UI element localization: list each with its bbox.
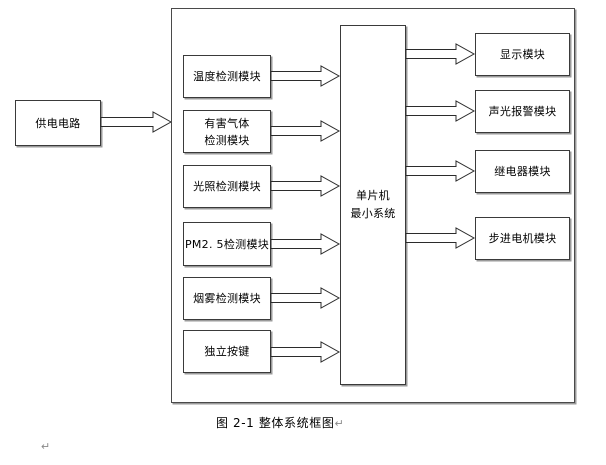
independent-keys-module-box[interactable]: 独立按键 [183, 330, 271, 373]
temperature-detection-module-label: 温度检测模块 [193, 70, 261, 83]
display-module-box[interactable]: 显示模块 [475, 33, 570, 76]
arrow-mcu-to-alarm [405, 99, 476, 123]
pm25-detection-module-box[interactable]: PM2. 5检测模块 [183, 222, 271, 266]
arrow-power-to-system [100, 110, 173, 134]
relay-module-box[interactable]: 继电器模块 [475, 150, 570, 193]
mcu-minimum-system-label: 单片机 最小系统 [350, 189, 396, 220]
smoke-detection-module-box[interactable]: 烟雾检测模块 [183, 277, 271, 320]
system-boundary-box [171, 8, 575, 403]
independent-keys-module-label: 独立按键 [204, 345, 250, 358]
relay-module-label: 继电器模块 [494, 165, 551, 178]
temperature-detection-module-box[interactable]: 温度检测模块 [183, 55, 271, 98]
arrow-mcu-to-stepper [405, 226, 476, 250]
arrow-mcu-to-relay [405, 159, 476, 183]
pm25-detection-module-label: PM2. 5检测模块 [184, 237, 270, 251]
stepper-motor-module-label: 步进电机模块 [488, 232, 557, 245]
arrow-harmful-gas-to-mcu [270, 119, 341, 143]
power-supply-circuit-box[interactable]: 供电电路 [15, 100, 101, 146]
smoke-detection-module-label: 烟雾检测模块 [193, 292, 261, 305]
audible-visual-alarm-module-box[interactable]: 声光报警模块 [475, 90, 570, 133]
stray-return-mark: ↵ [41, 441, 51, 453]
arrow-light-to-mcu [270, 174, 341, 198]
arrow-smoke-to-mcu [270, 286, 341, 310]
harmful-gas-detection-module-box[interactable]: 有害气体 检测模块 [183, 110, 271, 153]
caption-return-mark: ↵ [334, 417, 345, 430]
arrow-mcu-to-display [405, 42, 476, 66]
harmful-gas-detection-module-label: 有害气体 检测模块 [204, 116, 250, 147]
display-module-label: 显示模块 [499, 48, 546, 61]
light-detection-module-label: 光照检测模块 [193, 180, 261, 193]
figure-caption: 图 2-1 整体系统框图↵ [216, 414, 344, 431]
arrow-keys-to-mcu [270, 340, 341, 364]
audible-visual-alarm-module-label: 声光报警模块 [488, 105, 557, 118]
stepper-motor-module-box[interactable]: 步进电机模块 [475, 217, 570, 260]
light-detection-module-box[interactable]: 光照检测模块 [183, 165, 271, 208]
power-supply-circuit-label: 供电电路 [35, 116, 81, 130]
mcu-minimum-system-box[interactable]: 单片机 最小系统 [340, 25, 406, 385]
arrow-pm25-to-mcu [270, 232, 341, 256]
arrow-temperature-to-mcu [270, 64, 341, 88]
figure-caption-text: 图 2-1 整体系统框图 [216, 416, 335, 430]
